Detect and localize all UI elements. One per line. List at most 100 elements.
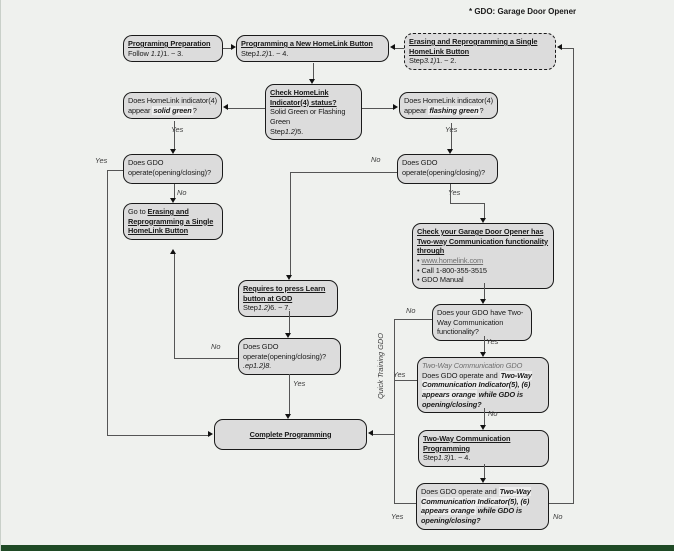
node-complete-programming: Complete Programming <box>214 419 367 450</box>
arrowhead-right-icon <box>231 44 236 50</box>
edge-label-have-two-way-no: No <box>406 306 416 315</box>
node-q-gdo-operate-right: Does GDO operate(opening/closing)? <box>397 154 498 184</box>
arrowhead-left-icon <box>557 44 562 50</box>
text-segment: solid green <box>152 105 193 115</box>
text-segment: while GDO is opening/closing? <box>421 506 522 525</box>
text-segment: Solid Green or Flashing Green <box>270 107 346 126</box>
arrowhead-up-icon <box>170 249 176 254</box>
edge-label-bottom-no: No <box>553 512 563 521</box>
edge-label-gdo-step8-yes: Yes <box>293 379 306 388</box>
connector-line <box>289 311 290 334</box>
text-segment: 1. ~ 4. <box>450 453 471 463</box>
connector-line <box>394 380 417 381</box>
arrowhead-down-icon <box>170 149 176 154</box>
quick-training-gdo-label: Quick Training GDO <box>376 333 385 399</box>
connector-line <box>107 170 108 435</box>
text-segment: 6. ~ 7. <box>270 303 291 313</box>
connector-line <box>561 48 573 49</box>
connector-line <box>450 203 484 204</box>
text-segment: ? <box>479 105 484 115</box>
connector-line <box>290 172 291 276</box>
text-segment: Go to <box>128 207 148 216</box>
text-segment: Does GDO operate(opening/closing)? <box>402 158 485 177</box>
text-segment: Step <box>270 126 285 136</box>
text-segment: Does GDO operate(opening/closing)? <box>128 158 211 177</box>
arrowhead-down-icon <box>480 478 486 483</box>
text-segment: • <box>417 255 422 265</box>
connector-line <box>174 184 175 199</box>
connector-line <box>484 283 485 300</box>
text-segment: flashing green <box>428 105 480 115</box>
node-goto-erasing-reprogramming: Go to Erasing and Reprogramming a Single… <box>123 203 223 240</box>
edge-label-gdo-right-no: No <box>371 155 381 164</box>
connector-line <box>395 48 404 49</box>
arrowhead-down-icon <box>480 299 486 304</box>
arrowhead-down-icon <box>309 79 315 84</box>
text-segment: Does GDO operate and <box>422 370 500 380</box>
text-segment: 3.1) <box>423 56 437 66</box>
node-check-homelink-indicator-status: Check HomeLink Indicator(4) status?Solid… <box>265 84 362 141</box>
text-segment: Does HomeLink indicator(4) appear <box>404 96 494 115</box>
text-segment: Does GDO operate and <box>421 487 499 496</box>
node-q-gdo-operate-step8: Does GDO operate(opening/closing)? .ep1.… <box>238 338 341 375</box>
text-segment: www.homelink.com <box>421 255 484 265</box>
arrowhead-left-icon <box>368 430 373 436</box>
arrowhead-down-icon <box>285 414 291 419</box>
connector-line <box>223 48 232 49</box>
node-q-solid-green: Does HomeLink indicator(4) appear solid … <box>123 92 222 120</box>
edge-label-two-way-gdo-no: No <box>488 409 498 418</box>
text-segment: Complete Programming <box>249 429 332 439</box>
connector-line <box>484 336 485 353</box>
text-segment: 1.2) <box>255 48 269 58</box>
connector-line <box>484 203 485 219</box>
arrowhead-down-icon <box>447 149 453 154</box>
text-segment: Erasing and Reprogramming a Single HomeL… <box>128 207 214 236</box>
connector-line <box>174 253 175 358</box>
arrowhead-right-icon <box>393 104 398 110</box>
text-segment: Step <box>243 303 258 313</box>
text-segment: 1.1) <box>150 48 164 58</box>
text-segment: Erasing and Reprogramming a Single HomeL… <box>409 37 538 56</box>
node-erasing-reprogramming-single-button: Erasing and Reprogramming a Single HomeL… <box>404 33 556 70</box>
text-segment: Check your Garage Door Opener has Two-wa… <box>417 227 549 256</box>
text-segment: 1. ~ 2. <box>436 56 457 66</box>
text-segment: Step <box>423 453 438 463</box>
connector-line <box>450 184 451 203</box>
arrowhead-left-icon <box>223 104 228 110</box>
connector-line <box>451 123 452 150</box>
node-q-flashing-green: Does HomeLink indicator(4) appear flashi… <box>399 92 498 120</box>
connector-line <box>394 319 395 503</box>
page-bottom-border <box>1 545 674 551</box>
text-segment: Check HomeLink Indicator(4) status? <box>270 88 337 107</box>
text-segment: Follow <box>128 48 151 58</box>
connector-line <box>107 170 123 171</box>
connector-line <box>394 503 416 504</box>
node-q-gdo-have-two-way: Does your GDO have Two-Way Communication… <box>432 304 532 341</box>
edge-label-gdo-step8-no: No <box>211 342 221 351</box>
edge-label-gdo-left-no: No <box>177 188 187 197</box>
edge-label-have-two-way-yes: Yes <box>486 337 499 346</box>
text-segment: 1. ~ 4. <box>268 48 289 58</box>
text-segment: Requires to press Learn button at GOD <box>243 284 326 303</box>
text-segment: Does HomeLink indicator(4) appear <box>128 96 218 115</box>
text-segment: Programming a New HomeLink Button <box>241 39 373 48</box>
connector-line <box>174 358 238 359</box>
edge-label-bottom-yes: Yes <box>391 512 404 521</box>
text-segment: 1.3) <box>437 453 451 463</box>
text-segment: Step <box>409 56 424 66</box>
arrowhead-down-icon <box>286 275 292 280</box>
connector-line <box>107 435 208 436</box>
connector-line <box>289 374 290 415</box>
text-segment: Step <box>241 48 256 58</box>
text-segment: Two-Way Communication Programming <box>423 434 511 453</box>
text-segment: 1.2) <box>257 303 271 313</box>
connector-line <box>290 172 397 173</box>
edge-label-gdo-right-yes: Yes <box>448 188 461 197</box>
connector-line <box>484 464 485 479</box>
connector-line <box>573 48 574 503</box>
connector-line <box>228 108 265 109</box>
